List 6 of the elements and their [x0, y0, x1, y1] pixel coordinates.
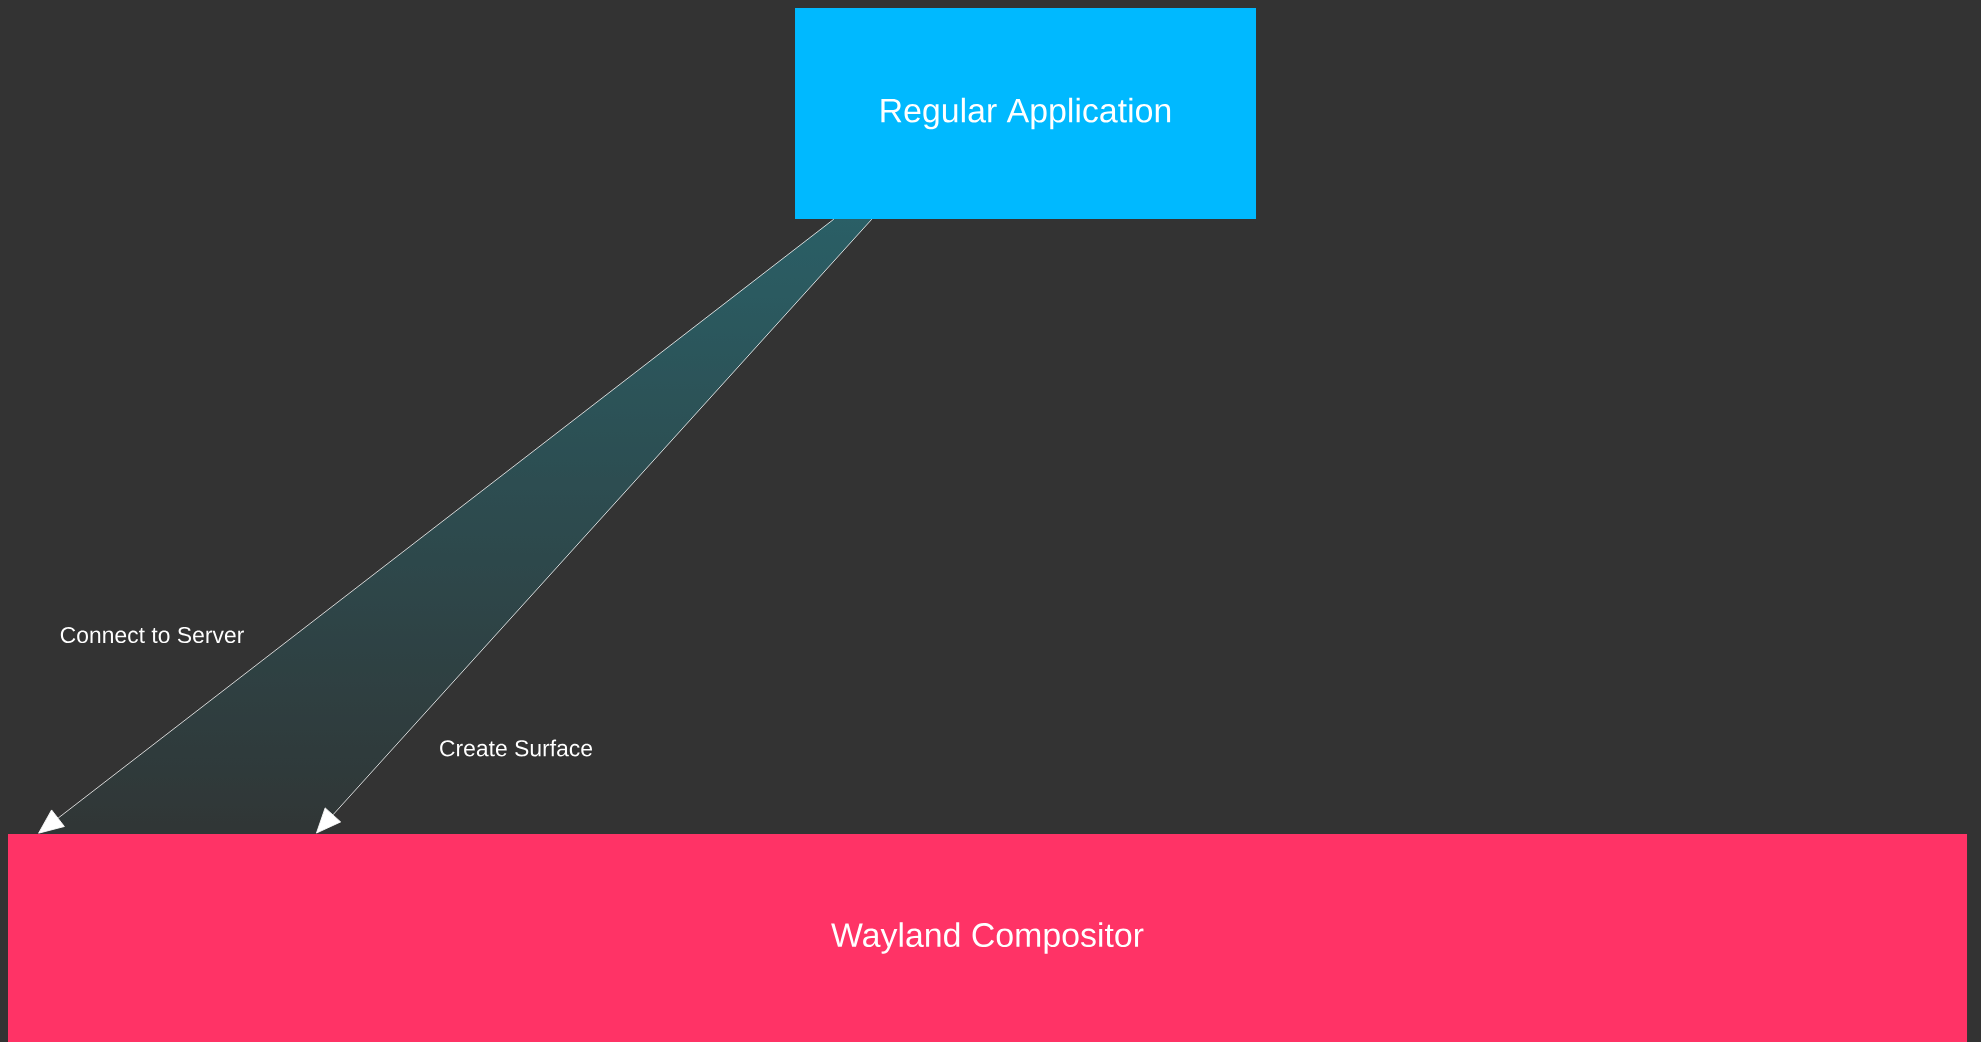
edge-label: Connect to Server: [60, 626, 244, 644]
process-box: Wayland Compositor: [8, 834, 1968, 1042]
process-box: Regular Application: [795, 8, 1256, 219]
edge-label: Create Surface: [440, 739, 592, 757]
arrow: [316, 218, 873, 834]
arrow: [38, 218, 835, 834]
